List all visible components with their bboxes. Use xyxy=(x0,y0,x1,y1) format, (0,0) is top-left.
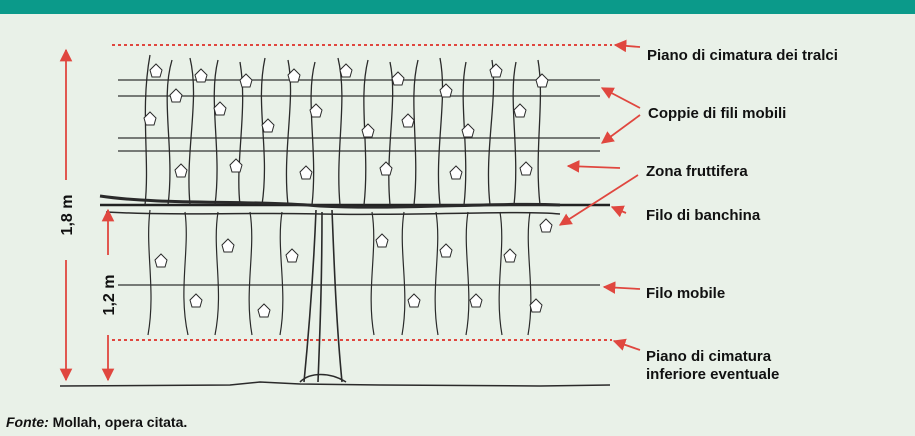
source-prefix: Fonte: xyxy=(6,414,49,430)
height-total-label: 1,8 m xyxy=(59,195,76,236)
arrow-zona-fruttifera xyxy=(568,166,620,168)
height-banchina-label: 1,2 m xyxy=(101,275,118,316)
leaves xyxy=(144,64,552,317)
arrow-coppie-2 xyxy=(602,115,640,143)
ground-line xyxy=(60,382,610,386)
trunk xyxy=(300,210,346,382)
arrow-zona-fruttifera-2 xyxy=(560,175,638,225)
figure-source: Fonte: Mollah, opera citata. xyxy=(6,414,187,430)
arrow-cimatura-tralci xyxy=(615,45,640,47)
label-cimatura-inferiore-1: Piano di cimatura xyxy=(646,348,771,366)
label-filo-mobile: Filo mobile xyxy=(646,285,725,303)
label-zona-fruttifera: Zona fruttifera xyxy=(646,163,748,181)
arrow-cimatura-inferiore xyxy=(614,341,640,350)
label-cimatura-tralci: Piano di cimatura dei tralci xyxy=(647,47,838,65)
label-filo-banchina: Filo di banchina xyxy=(646,207,760,225)
arrow-filo-mobile xyxy=(604,287,640,289)
label-cimatura-inferiore-2: inferiore eventuale xyxy=(646,366,779,384)
arrow-filo-banchina xyxy=(612,207,626,213)
arrow-coppie-1 xyxy=(602,88,640,108)
lower-shoots xyxy=(148,210,531,335)
label-coppie-fili: Coppie di fili mobili xyxy=(648,105,786,123)
source-text: Mollah, opera citata. xyxy=(49,414,187,430)
